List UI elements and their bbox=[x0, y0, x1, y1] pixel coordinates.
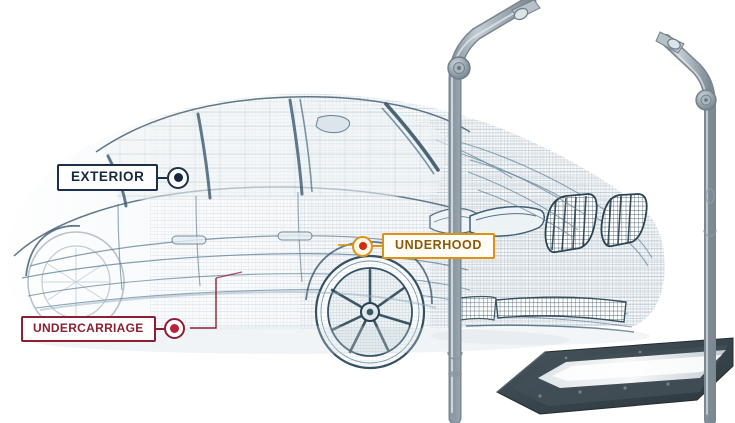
callout-undercarriage-label: UNDERCARRIAGE bbox=[21, 316, 156, 342]
callout-underhood-marker-icon[interactable] bbox=[352, 235, 373, 257]
callout-undercarriage-stem bbox=[155, 327, 164, 330]
scanner-pole-right bbox=[655, 31, 717, 423]
callout-undercarriage-marker-icon[interactable] bbox=[163, 318, 185, 340]
callout-underhood-stem bbox=[373, 245, 382, 248]
callout-undercarriage[interactable]: UNDERCARRIAGE bbox=[21, 316, 185, 342]
callout-exterior-label: EXTERIOR bbox=[57, 164, 159, 192]
callout-underhood[interactable]: UNDERHOOD bbox=[352, 233, 495, 260]
callout-exterior-marker-icon[interactable] bbox=[167, 166, 190, 189]
callout-exterior[interactable]: EXTERIOR bbox=[57, 164, 190, 192]
callout-underhood-label: UNDERHOOD bbox=[382, 233, 495, 260]
front-grille-wireframe bbox=[544, 193, 648, 254]
front-wheel-wireframe bbox=[314, 254, 426, 370]
scanner-pole-left bbox=[447, 0, 541, 423]
undercarriage-scanner-ramp bbox=[496, 337, 734, 415]
callout-exterior-stem bbox=[158, 176, 168, 179]
car-wireframe-body bbox=[8, 93, 665, 370]
leader-line-undercarriage bbox=[190, 271, 243, 329]
front-bumper-intakes bbox=[459, 295, 627, 323]
